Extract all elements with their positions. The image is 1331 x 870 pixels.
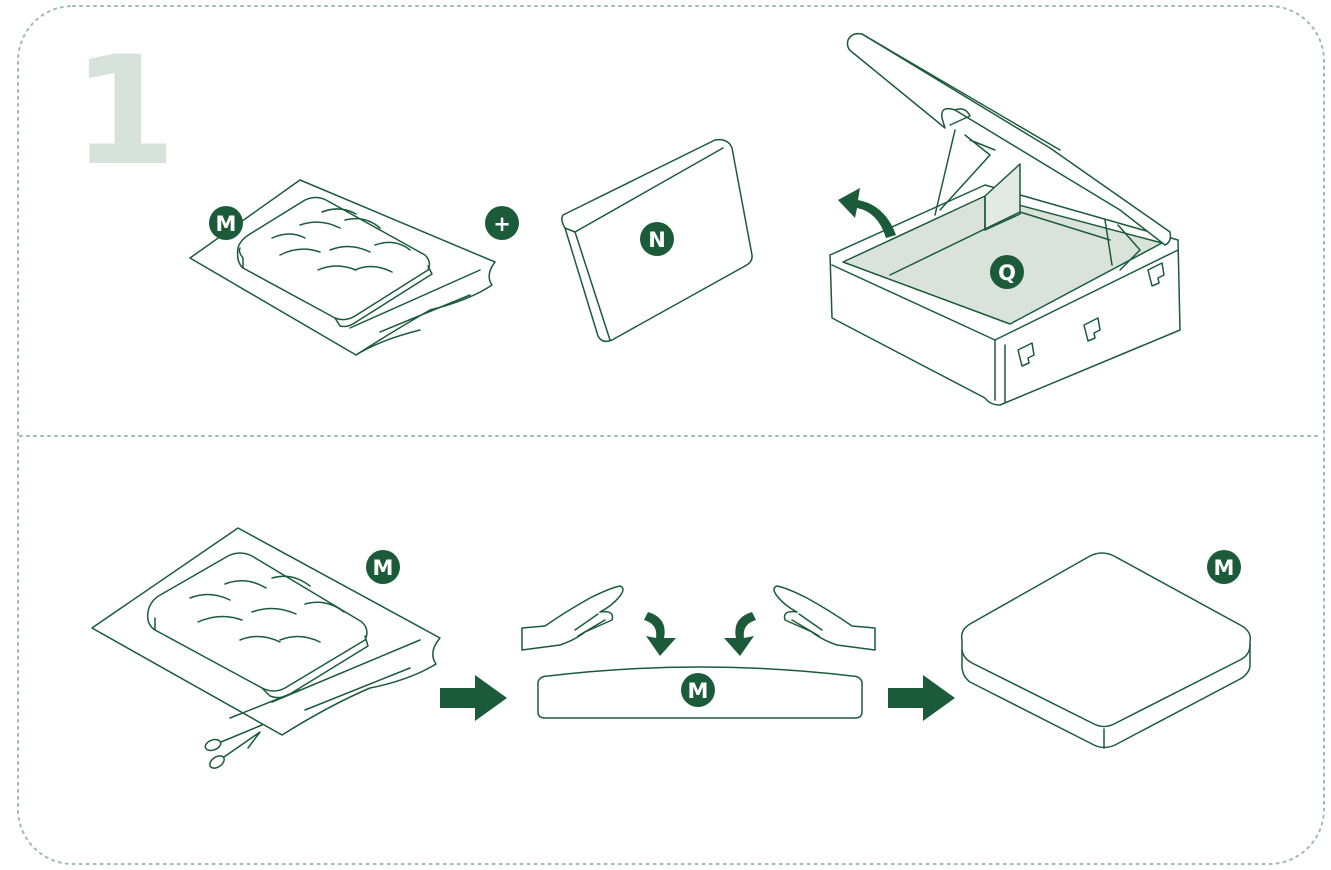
svg-text:M: M [1214, 556, 1235, 580]
svg-text:Q: Q [998, 261, 1016, 285]
right-arrow-icon [888, 675, 955, 721]
svg-text:+: + [493, 212, 511, 236]
headboard-label: N [640, 222, 674, 256]
mattress-label-bottom-left: M [366, 550, 400, 584]
plus-icon: + [485, 206, 519, 240]
svg-text:M: M [688, 679, 709, 703]
mattress-label-top: M [209, 206, 243, 240]
open-arrow-icon [838, 188, 896, 238]
press-arrow-icon [644, 612, 676, 656]
svg-text:M: M [373, 556, 394, 580]
svg-text:N: N [648, 228, 666, 252]
press-arrow-icon [724, 612, 756, 656]
step-number: 1 [72, 25, 176, 199]
wrapped-mattress-top [190, 180, 495, 355]
mattress-label-center: M [681, 673, 715, 707]
svg-text:M: M [216, 212, 237, 236]
right-arrow-icon [440, 675, 507, 721]
scissors-icon [204, 725, 262, 771]
mattress-label-bottom-right: M [1207, 550, 1241, 584]
expanded-mattress [962, 553, 1251, 748]
bed-base-label: Q [990, 255, 1024, 289]
hand-icon [774, 586, 875, 650]
hand-icon [522, 586, 623, 650]
